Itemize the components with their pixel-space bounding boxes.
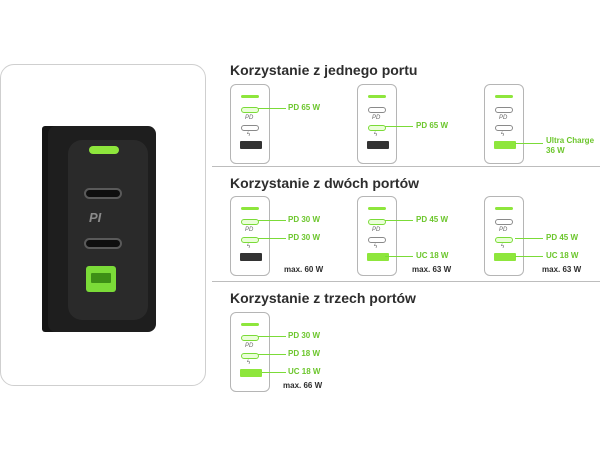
- leader-line: [258, 108, 286, 109]
- bolt-icon: ϟ: [501, 244, 505, 250]
- bolt-icon: ϟ: [501, 132, 505, 138]
- charger-face: [68, 140, 148, 320]
- mini-usb-c-1: [368, 219, 386, 225]
- leader-line: [258, 238, 286, 239]
- port-diagram: PD ϟ: [230, 84, 270, 164]
- usb-c-port-2: [84, 238, 122, 249]
- mini-usb-c-1: [368, 107, 386, 113]
- port-power-label: PD 30 W: [288, 331, 321, 340]
- usb-c-port-1: [84, 188, 122, 199]
- divider: [212, 166, 600, 167]
- port-power-label: PD 65 W: [416, 121, 449, 130]
- port-power-label: UC 18 W: [416, 251, 449, 260]
- port-power-label: UC 18 W: [546, 251, 579, 260]
- mini-usb-c-2: [495, 237, 513, 243]
- bolt-icon: ϟ: [247, 360, 251, 366]
- mini-usb-a: [240, 369, 262, 377]
- mini-usb-c-2: [241, 353, 259, 359]
- leader-line: [258, 354, 286, 355]
- mini-led: [495, 95, 513, 98]
- port-diagram: PD ϟ: [484, 196, 524, 276]
- port-diagram: PD ϟ: [357, 196, 397, 276]
- leader-line: [515, 143, 543, 144]
- section-title-three-ports: Korzystanie z trzech portów: [230, 290, 416, 306]
- mini-usb-c-1: [495, 219, 513, 225]
- port-diagram: PD ϟ: [230, 312, 270, 392]
- mini-usb-c-2: [368, 125, 386, 131]
- mini-pd-label: PD: [372, 227, 381, 233]
- mini-usb-a: [367, 253, 389, 261]
- leader-line: [515, 238, 543, 239]
- mini-led: [241, 323, 259, 326]
- max-power-label: max. 63 W: [542, 265, 582, 274]
- mini-pd-label: PD: [499, 227, 508, 233]
- mini-usb-c-1: [241, 335, 259, 341]
- max-power-label: max. 66 W: [283, 381, 323, 390]
- port-power-label: PD 45 W: [416, 215, 449, 224]
- section-title-one-port: Korzystanie z jednego portu: [230, 62, 418, 78]
- port-power-label: PD 30 W: [288, 233, 321, 242]
- mini-usb-c-2: [241, 237, 259, 243]
- port-power-label: PD 65 W: [288, 103, 321, 112]
- leader-line: [258, 220, 286, 221]
- port-diagram: PD ϟ: [357, 84, 397, 164]
- section-title-two-ports: Korzystanie z dwóch portów: [230, 175, 420, 191]
- mini-usb-c-2: [495, 125, 513, 131]
- mini-usb-a: [494, 141, 516, 149]
- mini-pd-label: PD: [245, 115, 254, 121]
- port-diagram: PD ϟ: [230, 196, 270, 276]
- mini-usb-c-2: [241, 125, 259, 131]
- port-power-label: PD 45 W: [546, 233, 579, 242]
- usb-a-slot: [91, 273, 111, 283]
- mini-usb-a: [240, 141, 262, 149]
- mini-led: [241, 207, 259, 210]
- mini-usb-c-1: [495, 107, 513, 113]
- mini-usb-c-1: [241, 107, 259, 113]
- max-power-label: max. 60 W: [284, 265, 324, 274]
- mini-pd-label: PD: [245, 227, 254, 233]
- leader-line: [262, 372, 286, 373]
- bolt-icon: ϟ: [374, 244, 378, 250]
- port-power-label: Ultra Charge 36 W: [546, 136, 595, 155]
- mini-usb-a: [240, 253, 262, 261]
- bolt-icon: ϟ: [247, 244, 251, 250]
- port-diagram: PD ϟ: [484, 84, 524, 164]
- leader-line: [515, 256, 543, 257]
- mini-usb-c-2: [368, 237, 386, 243]
- port-power-label: UC 18 W: [288, 367, 321, 376]
- mini-pd-label: PD: [499, 115, 508, 121]
- charger-led: [89, 146, 119, 154]
- mini-usb-c-1: [241, 219, 259, 225]
- leader-line: [385, 256, 413, 257]
- mini-led: [241, 95, 259, 98]
- mini-usb-a: [494, 253, 516, 261]
- leader-line: [385, 220, 413, 221]
- usb-a-port: [86, 266, 116, 292]
- mini-usb-a: [367, 141, 389, 149]
- port-power-label: PD 18 W: [288, 349, 321, 358]
- max-power-label: max. 63 W: [412, 265, 452, 274]
- mini-led: [368, 207, 386, 210]
- charger-image: PI: [42, 126, 156, 332]
- bolt-icon: ϟ: [374, 132, 378, 138]
- charger-body: [48, 126, 156, 332]
- mini-led: [495, 207, 513, 210]
- divider: [212, 281, 600, 282]
- mini-pd-label: PD: [372, 115, 381, 121]
- mini-pd-label: PD: [245, 343, 254, 349]
- bolt-icon: ϟ: [247, 132, 251, 138]
- port-power-label: PD 30 W: [288, 215, 321, 224]
- mini-led: [368, 95, 386, 98]
- leader-line: [385, 126, 413, 127]
- charger-logo: PI: [89, 210, 102, 225]
- leader-line: [258, 336, 286, 337]
